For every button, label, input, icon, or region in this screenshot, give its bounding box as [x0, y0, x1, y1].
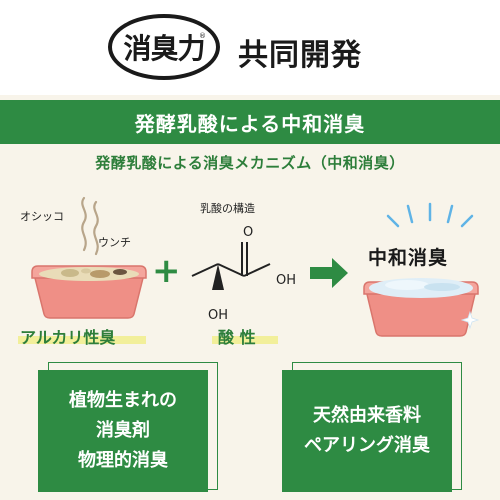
clean-tray-icon: [363, 278, 480, 337]
caption-highlight-left: [18, 336, 146, 344]
banner-title: 発酵乳酸による中和消臭: [134, 111, 366, 136]
hydroxyl-right-label: OH: [276, 273, 297, 288]
box2-line2: ペアリング消臭: [304, 435, 430, 456]
plant-deodorizer-box: 植物生まれの 消臭剤 物理的消臭: [38, 370, 208, 492]
box1-line2: 消臭剤: [96, 420, 150, 441]
box1-line1: 植物生まれの: [69, 390, 177, 411]
box2-line1: 天然由来香料: [313, 405, 421, 426]
title-banner: 発酵乳酸による中和消臭: [0, 100, 500, 144]
acidic-label: 酸 性: [218, 328, 256, 347]
caption-highlight-middle: [212, 336, 278, 344]
lactic-acid-structure-label: 乳酸の構造: [200, 202, 255, 215]
carbonyl-oxygen-label: O: [243, 225, 254, 240]
plus-sign-icon: +: [152, 251, 181, 291]
registered-mark: ®: [199, 32, 206, 40]
odor-waves-icon: [81, 196, 99, 256]
header-area: 消臭力 ® 共同開発: [0, 0, 500, 95]
box1-line3: 物理的消臭: [78, 450, 168, 471]
lactic-acid-structure-diagram: [191, 242, 271, 290]
natural-fragrance-box: 天然由来香料 ペアリング消臭: [282, 370, 452, 492]
brand-logo: 消臭力 ®: [108, 14, 220, 80]
arrow-right-icon: [310, 258, 348, 288]
joint-development-label: 共同開発: [238, 38, 362, 73]
hydroxyl-bottom-label: OH: [208, 308, 229, 323]
label-unchi: ウンチ: [98, 236, 131, 249]
mechanism-subtitle: 発酵乳酸による消臭メカニズム（中和消臭）: [95, 154, 405, 172]
neutralized-label: 中和消臭: [368, 247, 449, 269]
sparkle-lines-icon: [386, 202, 474, 228]
label-oshikko: オシッコ: [20, 210, 64, 223]
litter-tray-icon: [31, 265, 147, 319]
logo-text: 消臭力: [123, 32, 205, 65]
alkaline-odor-label: アルカリ性臭: [20, 328, 116, 347]
